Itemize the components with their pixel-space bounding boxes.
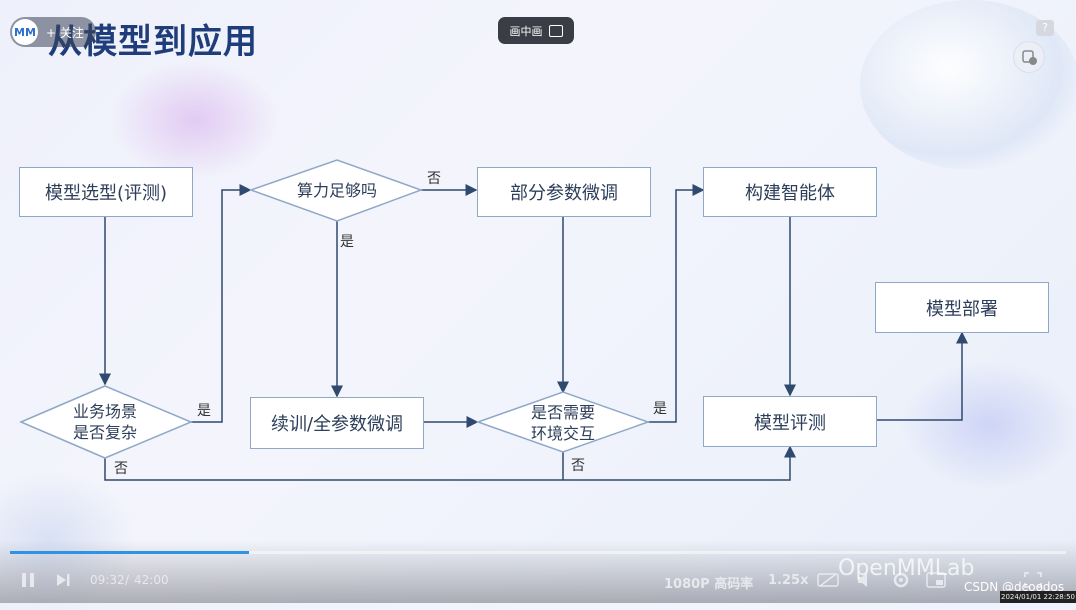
current-time: 09:32 [90,573,125,587]
diamond-env-text: 是否需要 环境交互 [530,403,595,443]
diamond-scenario [19,385,193,459]
diamond-compute-text: 算力足够吗 [296,181,377,200]
label-no: 否 [571,458,585,474]
danmaku-icon[interactable] [817,572,839,588]
time-separator: / [125,573,130,587]
diamond-scenario-text: 业务场景 是否复杂 [72,402,137,442]
pip-mini-icon[interactable] [926,572,946,588]
quality-button[interactable]: 1080P 高码率 [664,577,754,592]
settings-icon[interactable] [892,571,910,589]
help-icon[interactable]: ? [1036,20,1054,36]
next-icon[interactable] [56,573,72,587]
node-deploy: 模型部署 [875,282,1049,333]
label-yes: 是 [197,403,211,419]
background-blob [110,60,280,180]
pip-icon [548,24,563,37]
timestamp: 2024/01/01 22:28:50 [1000,591,1076,603]
node-agent: 构建智能体 [703,167,877,217]
label-no: 否 [114,461,128,477]
background-blob [900,360,1076,490]
diamond-compute [248,159,424,222]
total-time: 42:00 [134,573,169,587]
picture-in-picture-button[interactable]: 画中画 [498,17,574,44]
speed-button[interactable]: 1.25x [768,573,809,588]
csdn-watermark: CSDN @dcoodos [964,580,1065,594]
share-icon[interactable] [1013,41,1045,73]
player-controls [0,540,1076,603]
watermark: OpenMMLab [838,556,975,581]
channel-logo-icon: MM [12,19,38,45]
label-yes: 是 [340,234,354,250]
fullscreen-icon[interactable] [1024,572,1042,588]
volume-icon[interactable] [857,572,875,588]
progress-bar[interactable] [10,551,1066,554]
follow-button[interactable]: MM + 关注 [10,17,96,47]
pip-label: 画中画 [509,24,543,38]
follow-label: + 关注 [46,25,84,40]
node-partial-tune: 部分参数微调 [477,167,651,217]
label-yes: 是 [653,401,667,417]
label-no: 否 [427,171,441,187]
pause-icon[interactable] [20,572,36,588]
node-evaluate: 模型评测 [703,396,877,447]
node-full-tune: 续训/全参数微调 [250,397,424,449]
node-select-model: 模型选型(评测) [19,167,193,217]
progress-fill [10,551,249,554]
diamond-env [475,391,651,453]
